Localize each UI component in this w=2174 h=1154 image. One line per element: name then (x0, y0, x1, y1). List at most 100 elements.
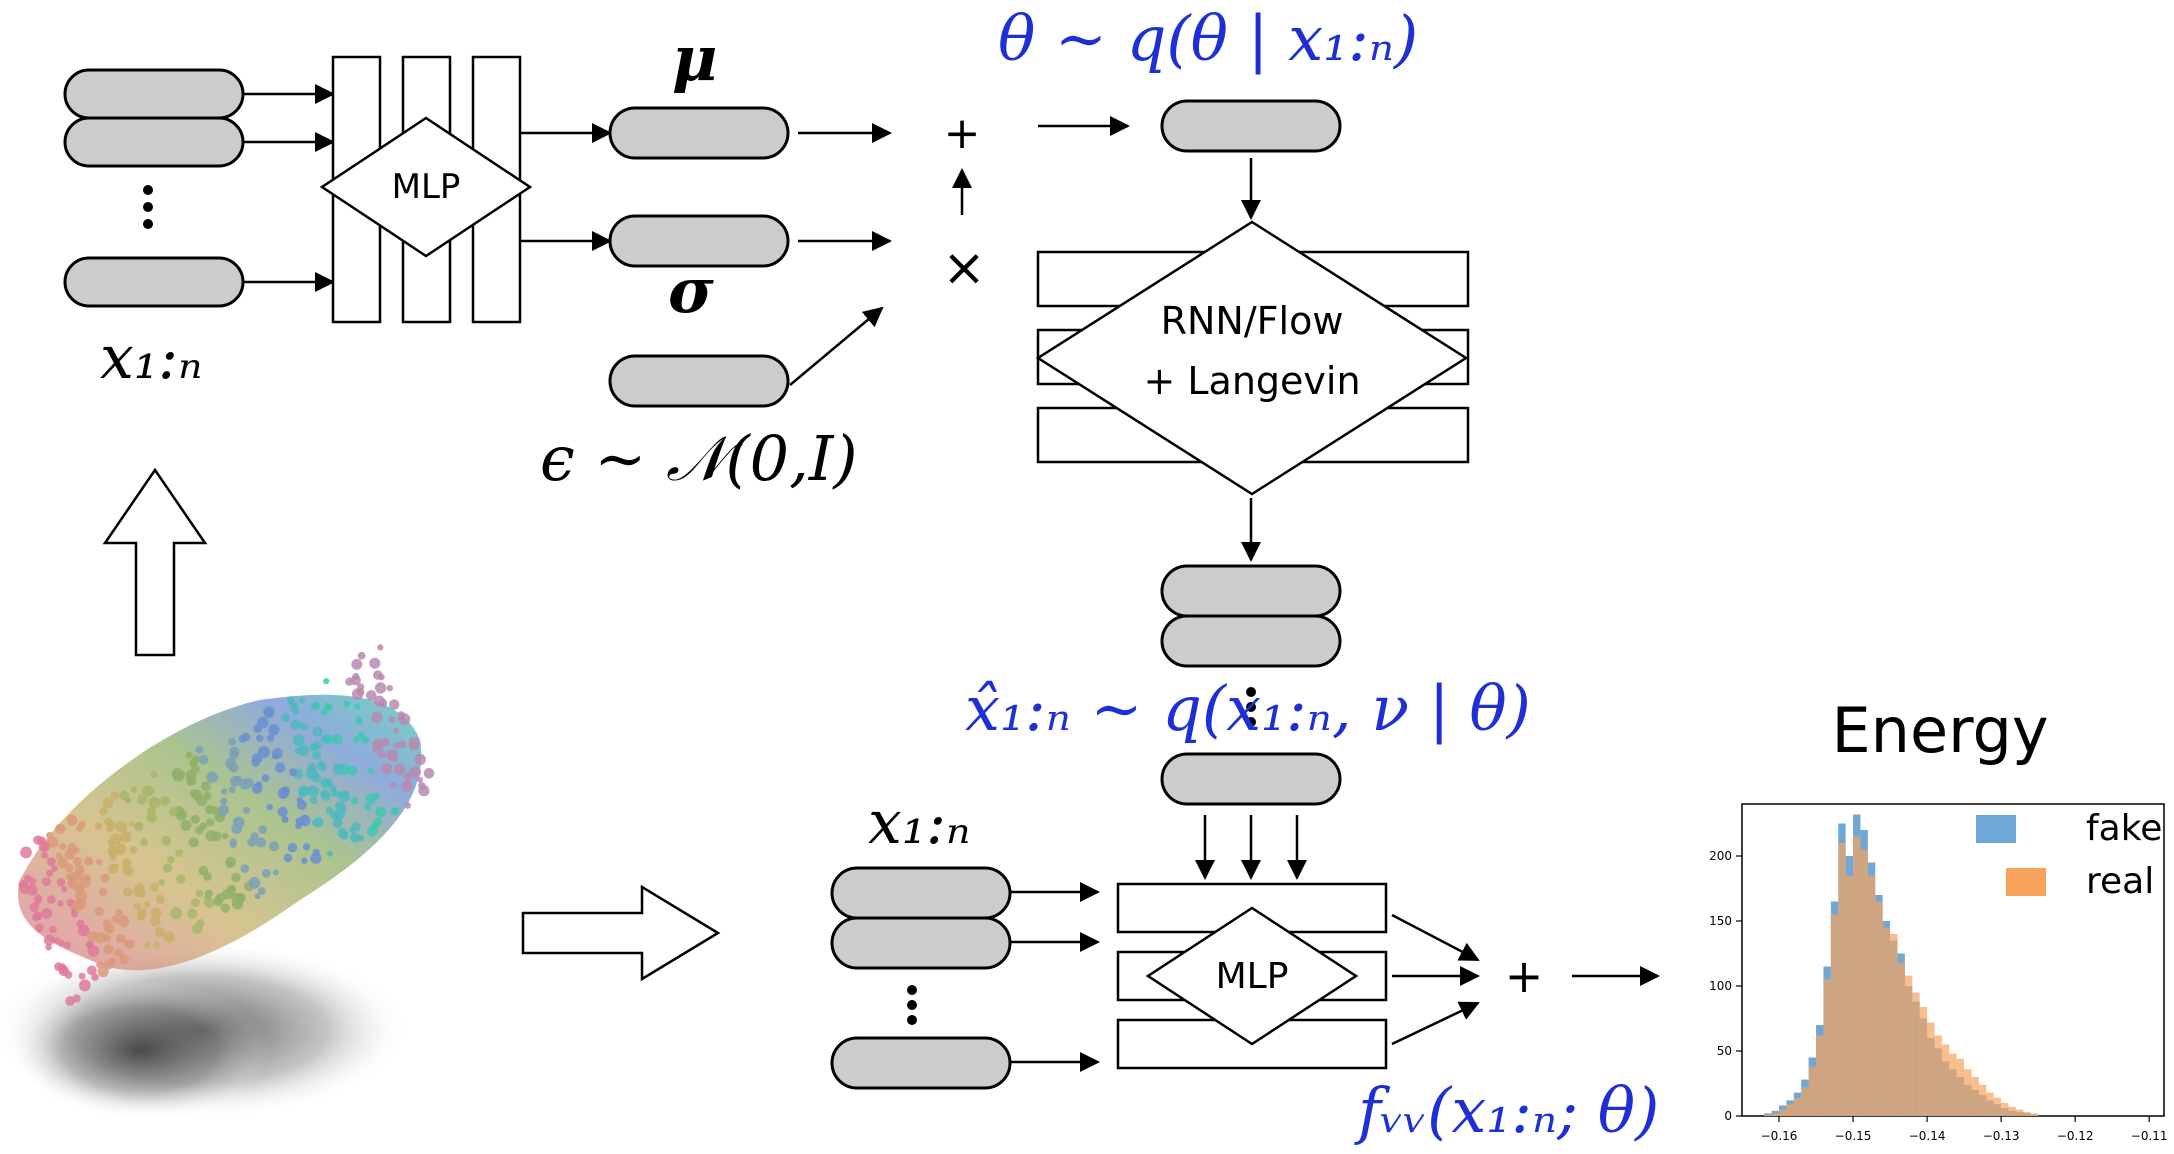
legend-label-real: real (2086, 861, 2154, 902)
encoder-mlp-label: MLP (392, 167, 461, 207)
histogram-bar-real (1882, 927, 1891, 1116)
point-cloud-dot (291, 706, 300, 715)
point-cloud-dot (175, 849, 183, 857)
point-cloud-dot (390, 781, 397, 788)
point-cloud-dot (337, 827, 348, 839)
point-cloud-dot (198, 754, 209, 765)
point-cloud-dot (168, 807, 179, 817)
legend-swatch-fake (1976, 815, 2016, 843)
point-cloud-dot (94, 822, 103, 831)
point-cloud-dot (206, 818, 215, 827)
vertical-ellipsis-icon (143, 185, 153, 229)
histogram-bar-real (1956, 1058, 1965, 1116)
point-cloud-dot (231, 823, 243, 835)
posterior-block: θ ∼ q(θ | x₁:ₙ) RNN/Flow + Langevin (998, 2, 1470, 562)
point-cloud-dot (47, 836, 59, 848)
point-cloud-dot (312, 848, 320, 856)
point-cloud-dot (160, 795, 170, 806)
point-cloud-dot (373, 695, 385, 707)
point-cloud-dot (64, 849, 76, 860)
point-cloud-dot (180, 820, 192, 831)
point-cloud-dot (228, 737, 236, 746)
point-cloud-dot (367, 767, 374, 774)
point-cloud-dot (112, 863, 120, 870)
point-cloud-dot (32, 913, 40, 922)
point-cloud-dot (149, 916, 161, 927)
arrow (789, 306, 884, 386)
point-cloud-dot (309, 796, 318, 805)
point-cloud-dot (72, 846, 80, 854)
point-cloud-dot (423, 768, 435, 779)
point-cloud-dot (373, 792, 380, 799)
sample-pill (1160, 614, 1342, 668)
point-cloud-dot (211, 831, 222, 842)
point-cloud-dot (255, 781, 263, 788)
point-cloud-dot (418, 782, 426, 790)
point-cloud-dot (190, 898, 200, 908)
histogram-bar-real (1786, 1104, 1794, 1116)
point-cloud-dot (188, 837, 199, 848)
point-cloud-dot (128, 820, 135, 827)
point-cloud-dot (239, 778, 251, 790)
point-cloud-dot (373, 670, 383, 680)
point-cloud-dot (229, 838, 237, 846)
point-cloud-dot (354, 703, 361, 710)
point-cloud-dot (332, 817, 343, 828)
point-cloud-dot (234, 775, 242, 783)
x-tick-label: −0.15 (1835, 1129, 1872, 1143)
point-cloud-dot (133, 902, 141, 910)
point-cloud-dot (225, 856, 237, 868)
point-cloud-dot (220, 797, 228, 805)
point-cloud-dot (296, 800, 307, 810)
legend-label-fake: fake (2086, 808, 2162, 849)
point-cloud-dot (120, 831, 132, 843)
point-cloud-dot (229, 750, 239, 760)
histogram-bar-real (1875, 901, 1883, 1116)
point-cloud-dot (137, 794, 148, 805)
point-cloud-dot (326, 779, 333, 787)
point-cloud-dot (386, 684, 393, 692)
histogram-bar-real (1838, 843, 1846, 1116)
histogram-bar-real (2015, 1109, 2024, 1116)
point-cloud-dot (87, 965, 97, 976)
vertical-ellipsis-icon (1246, 687, 1256, 727)
point-cloud-dot (163, 931, 175, 943)
x-tick-label: −0.13 (1983, 1129, 2020, 1143)
x-tick-label: −0.11 (2131, 1129, 2168, 1143)
point-cloud-dot (236, 894, 245, 903)
histogram-bar-real (1890, 934, 1898, 1116)
point-cloud-dot (390, 806, 400, 816)
point-cloud-dot (326, 703, 333, 711)
point-cloud-dot (146, 812, 157, 823)
point-cloud-dot (103, 944, 114, 955)
point-cloud-dot (109, 957, 117, 965)
energy-mlp-diamond (1145, 906, 1359, 1046)
generated-samples: x̂₁:ₙ ∼ q(x₁:ₙ, ν | θ) (965, 564, 1531, 880)
point-cloud-dot (119, 954, 130, 965)
y-tick-label: 100 (1709, 979, 1732, 993)
point-cloud-dot (218, 804, 229, 816)
point-cloud-dot (170, 907, 183, 920)
point-cloud-dot (347, 765, 358, 776)
point-cloud-dot (41, 908, 53, 919)
point-cloud-dot (240, 864, 250, 873)
point-cloud-dot (111, 915, 120, 924)
point-cloud-dot (257, 716, 269, 729)
point-cloud-dot (189, 789, 198, 797)
histogram-bar-real (2023, 1112, 2031, 1116)
histogram-bar-real (1904, 975, 1913, 1116)
point-cloud-dot (150, 771, 158, 779)
point-cloud-dot (195, 889, 204, 898)
point-cloud-dot (350, 797, 359, 805)
point-cloud-dot (114, 948, 123, 957)
point-cloud-dot (309, 743, 318, 752)
point-cloud-dot (254, 893, 261, 900)
point-cloud-dot (64, 970, 73, 979)
point-cloud-dot (115, 820, 127, 833)
point-cloud-dot (306, 768, 318, 780)
point-cloud-dot (221, 788, 228, 795)
point-cloud-dot (51, 865, 58, 872)
point-cloud-dot (136, 882, 145, 891)
encoder-input-label: x₁:ₙ (100, 323, 202, 393)
point-cloud-dot (66, 814, 78, 826)
